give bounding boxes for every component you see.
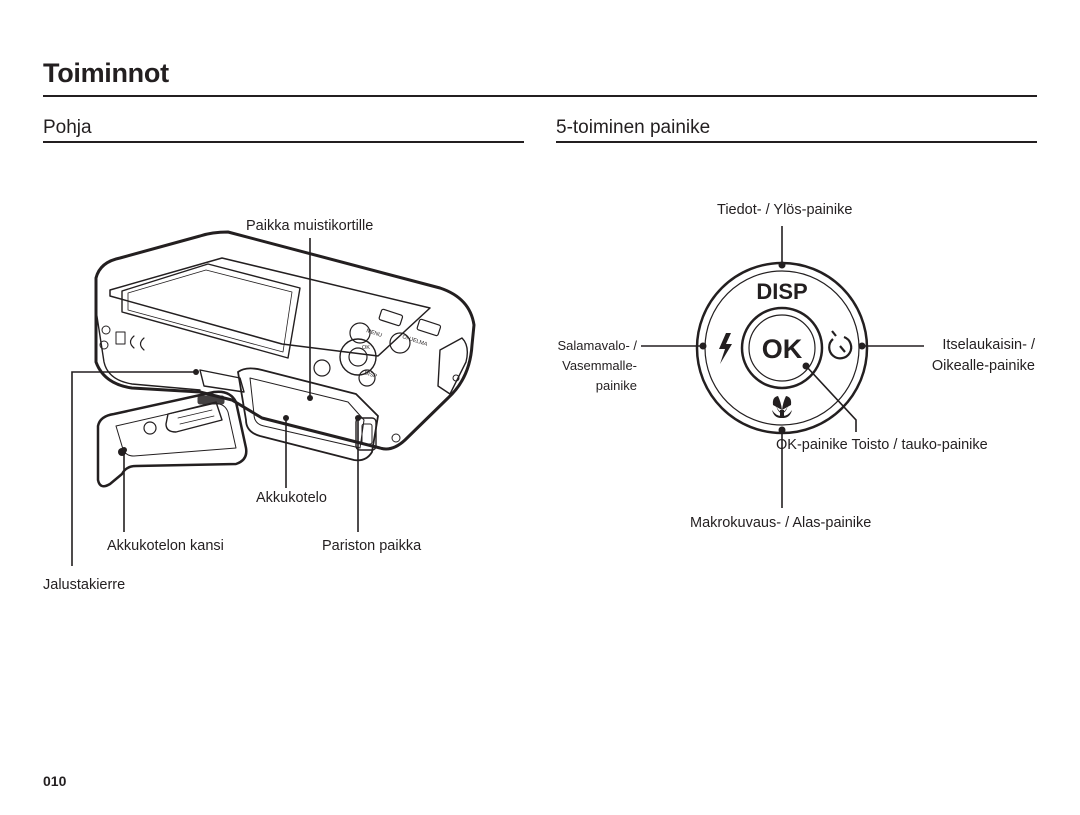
- page-title: Toiminnot: [43, 58, 169, 88]
- dial-ok-text: OK: [762, 334, 803, 364]
- label-right-button-1: Itselaukaisin- /: [942, 337, 1035, 353]
- label-battery-cover: Akkukotelon kansi: [107, 538, 224, 554]
- macro-flower-icon: [772, 396, 792, 418]
- flash-icon: [719, 333, 732, 364]
- page-number: 010: [43, 773, 67, 789]
- camera-disp-label: DISP: [363, 370, 377, 380]
- section-rule-left: [43, 141, 524, 143]
- label-right-button-2: Oikealle-painike: [931, 358, 1035, 374]
- label-up-button: Tiedot- / Ylös-painike: [717, 202, 853, 218]
- label-down-button: Makrokuvaus- / Alas-painike: [690, 515, 872, 531]
- label-battery-compartment: Akkukotelo: [256, 490, 327, 506]
- label-tripod-socket: Jalustakierre: [43, 577, 126, 593]
- label-battery-slot: Pariston paikka: [322, 538, 422, 554]
- self-timer-icon: [828, 330, 853, 360]
- label-left-button-2: Vasemmalle-: [562, 358, 637, 373]
- label-ok-button: OK-painike Toisto / tauko-painike: [776, 437, 988, 453]
- label-left-button-1: Salamavalo- /: [557, 338, 637, 353]
- title-rule: [43, 95, 1037, 97]
- camera-menu-label: MENU: [365, 328, 382, 339]
- section-heading-5-way-button: 5-toiminen painike: [556, 117, 711, 138]
- section-heading-pohja: Pohja: [43, 117, 92, 138]
- section-rule-right: [556, 141, 1037, 143]
- label-left-button-3: painike: [595, 378, 637, 393]
- camera-ok-label: OK: [362, 345, 370, 351]
- label-memory-card-slot: Paikka muistikortille: [246, 218, 374, 234]
- dial-disp-text: DISP: [756, 279, 807, 304]
